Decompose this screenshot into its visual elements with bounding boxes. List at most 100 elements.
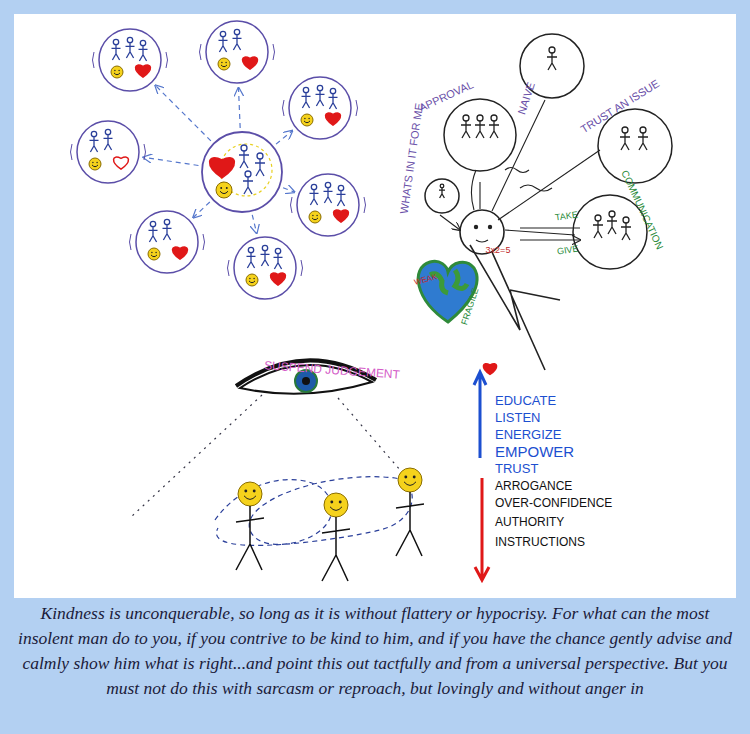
list-item: INSTRUCTIONS bbox=[495, 536, 585, 548]
stick-figure bbox=[219, 37, 228, 52]
motion-marks bbox=[71, 144, 146, 160]
stick-figure bbox=[245, 171, 251, 177]
smiley-eye bbox=[225, 62, 226, 63]
stick-figure bbox=[220, 31, 225, 36]
smiley bbox=[148, 248, 160, 260]
quote-caption: Kindness is unconquerable, so long as it… bbox=[16, 601, 734, 701]
smiley-eye bbox=[151, 252, 152, 253]
stick-figure bbox=[475, 121, 485, 138]
stick-figure bbox=[330, 88, 335, 93]
smiley-eye bbox=[308, 118, 309, 119]
stick-figure bbox=[317, 85, 322, 90]
smiley-mouth bbox=[151, 255, 157, 257]
handwritten-label: 3x2=5 bbox=[486, 246, 511, 255]
stick-figure bbox=[620, 133, 630, 150]
up-arrow bbox=[474, 372, 486, 458]
dashed-arrow bbox=[193, 202, 210, 217]
smiley-eye bbox=[304, 118, 305, 119]
smiley-mouth bbox=[221, 65, 227, 67]
stick-figure bbox=[622, 127, 628, 133]
gaze-lines bbox=[130, 395, 400, 518]
smiley-eye bbox=[118, 70, 119, 71]
smiley-eye bbox=[92, 162, 93, 163]
smiley bbox=[238, 482, 262, 506]
smiley-eye bbox=[114, 70, 115, 71]
smiley bbox=[246, 274, 258, 286]
motion-marks bbox=[283, 100, 358, 116]
center-circle bbox=[202, 132, 282, 212]
stick-figure bbox=[247, 253, 256, 268]
heart bbox=[271, 273, 286, 285]
stick-figure bbox=[489, 121, 499, 138]
dashed-arrow bbox=[144, 157, 199, 165]
heart bbox=[483, 364, 496, 375]
smiley-eye bbox=[253, 490, 256, 493]
stick-figure bbox=[164, 219, 169, 224]
stick-figure bbox=[274, 254, 283, 269]
stick-figure bbox=[439, 188, 445, 198]
smiley-eye bbox=[244, 490, 247, 493]
eye bbox=[488, 225, 492, 229]
smiley bbox=[398, 468, 422, 492]
motion-marks bbox=[291, 197, 366, 213]
heart bbox=[326, 113, 341, 125]
dashed-arrow bbox=[283, 188, 294, 192]
group-circle bbox=[99, 29, 161, 91]
smiley-eye bbox=[339, 501, 342, 504]
stick-figure bbox=[322, 517, 350, 581]
stick-figure bbox=[440, 184, 444, 188]
stick-figure bbox=[329, 94, 338, 109]
stick-figure bbox=[127, 37, 132, 42]
stick-figure bbox=[241, 145, 247, 151]
smiley bbox=[309, 211, 321, 223]
group-circle bbox=[297, 174, 359, 236]
stick-figure bbox=[91, 131, 96, 136]
smiley-mouth bbox=[249, 281, 255, 283]
heart bbox=[243, 57, 258, 69]
stick-figure bbox=[621, 223, 631, 240]
motion-marks bbox=[200, 44, 275, 60]
heart bbox=[173, 247, 188, 259]
heart bbox=[210, 158, 235, 178]
list-item: ARROGANCE bbox=[495, 480, 572, 492]
list-item: LISTEN bbox=[495, 411, 541, 424]
thought-circle bbox=[598, 109, 672, 183]
smiley bbox=[89, 158, 101, 170]
stick-figure bbox=[337, 191, 346, 206]
stick-figure bbox=[491, 115, 497, 121]
stick-figure bbox=[149, 227, 158, 242]
stick-figure bbox=[275, 248, 280, 253]
stick-figure bbox=[90, 137, 99, 152]
smiley-eye bbox=[253, 278, 254, 279]
motion-marks bbox=[93, 52, 168, 68]
stick-figure bbox=[303, 87, 308, 92]
list-item: EMPOWER bbox=[495, 444, 574, 459]
smiley-eye bbox=[249, 278, 250, 279]
stick-figure bbox=[311, 184, 316, 189]
dashed-arrow bbox=[155, 85, 210, 140]
down-arrow bbox=[475, 478, 489, 580]
smiley-mouth bbox=[220, 191, 228, 193]
stick-figure bbox=[595, 215, 601, 221]
stick-figure bbox=[112, 45, 121, 60]
thought-arrows bbox=[440, 100, 600, 235]
list-item: AUTHORITY bbox=[495, 516, 564, 528]
list-item: TRUST bbox=[495, 462, 538, 475]
stick-figure bbox=[324, 188, 333, 203]
smiley-mouth bbox=[244, 496, 256, 500]
give-take-arrows bbox=[520, 228, 580, 240]
stick-figure bbox=[236, 506, 264, 570]
smiley bbox=[324, 493, 348, 517]
stick-figure bbox=[623, 217, 629, 223]
heart bbox=[334, 210, 349, 222]
group-circle bbox=[136, 211, 198, 273]
stick-figure bbox=[607, 217, 617, 234]
smiley-mouth bbox=[404, 482, 416, 486]
smiley bbox=[218, 58, 230, 70]
dashed-arrow bbox=[276, 131, 292, 144]
smiley-eye bbox=[316, 215, 317, 216]
list-item: EDUCATE bbox=[495, 394, 556, 407]
smiley bbox=[301, 114, 313, 126]
stick-figure bbox=[316, 91, 325, 106]
group-circle bbox=[234, 237, 296, 299]
